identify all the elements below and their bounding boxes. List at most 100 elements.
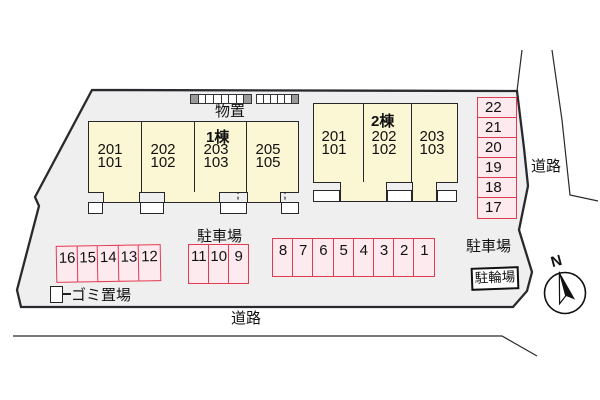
unit-label: 201 101: [92, 141, 128, 171]
unit-lower: 105: [255, 153, 281, 171]
parking-label-mid: 駐車場: [197, 228, 243, 245]
parking-space-number: 10: [210, 248, 228, 265]
parking-space-number: 1: [420, 242, 429, 259]
parking-space-number: 6: [319, 242, 328, 259]
parking-space-number: 15: [79, 249, 97, 267]
parking-space-number: 16: [58, 249, 76, 267]
unit-upper: 202: [150, 141, 176, 158]
parking-space-number: 11: [191, 248, 207, 265]
parking-space: 5: [332, 238, 355, 277]
porch-entry: [387, 190, 412, 202]
unit-upper: 201: [97, 141, 123, 158]
porch-step: [340, 181, 387, 202]
unit-upper: 202: [371, 128, 397, 145]
unit-divider: [245, 122, 248, 192]
porch-step: [412, 181, 437, 202]
building-1: [88, 121, 299, 193]
porch-entry: [88, 202, 103, 214]
porch-step: [247, 191, 281, 203]
unit-divider: [193, 122, 196, 192]
parking-space-number: 5: [339, 242, 348, 259]
parking-space-number: 13: [120, 248, 138, 266]
parking-space-number: 18: [485, 179, 502, 197]
garbage-box: [50, 286, 63, 303]
parking-space-number: 14: [99, 248, 117, 267]
parking-space: 1: [413, 238, 436, 277]
parking-space: 7: [292, 238, 315, 277]
unit-upper: 205: [255, 141, 281, 158]
parking-space: 19: [477, 157, 517, 180]
parking-label-right: 駐車場: [466, 238, 512, 255]
porch-step: [103, 191, 140, 203]
porch-entry: [220, 202, 247, 214]
porch-entry: [140, 202, 164, 214]
unit-divider: [362, 104, 365, 182]
parking-space: 16: [55, 245, 79, 283]
storage-cell: [243, 94, 252, 104]
unit-divider: [410, 104, 413, 182]
parking-space: 2: [393, 238, 416, 277]
parking-space: 18: [477, 177, 517, 200]
parking-space: 22: [477, 97, 517, 119]
parking-space: 11: [188, 244, 210, 284]
garbage-box-tick: [63, 293, 71, 295]
road-line-south: [13, 335, 538, 357]
parking-space: 17: [477, 197, 517, 220]
parking-space-number: 4: [359, 242, 368, 259]
parking-space: 14: [96, 244, 120, 283]
parking-space-number: 19: [485, 159, 502, 177]
parking-space: 4: [352, 238, 375, 277]
unit-label: 205 105: [250, 141, 286, 171]
parking-space: 21: [477, 117, 517, 139]
unit-upper: 201: [321, 128, 347, 145]
parking-space-number: 9: [234, 248, 243, 265]
porch-entry: [313, 190, 340, 202]
unit-lower: 101: [97, 153, 123, 171]
porch-entry: [281, 202, 299, 214]
unit-upper: 203: [419, 128, 445, 145]
parking-space-number: 8: [278, 242, 288, 259]
unit-label: 202 102: [145, 141, 181, 171]
porch-entry: [437, 190, 457, 202]
north-arrow-icon: [543, 271, 587, 315]
parking-row-16-12: 16 15 14 13 12: [55, 244, 162, 283]
unit-label: 202 102: [366, 128, 402, 158]
building-2: [313, 103, 458, 183]
parking-space-number: 17: [485, 199, 502, 217]
bicycle-parking-box: 駐輪場: [470, 266, 520, 291]
building-2-name: 2棟: [371, 113, 395, 130]
unit-upper: 203: [203, 141, 229, 158]
unit-lower: 103: [203, 153, 229, 171]
parking-space-number: 3: [379, 242, 389, 259]
unit-lower: 102: [150, 153, 176, 171]
parking-column-right: 22 21 20 19 18 17: [477, 97, 517, 220]
parking-space: 9: [227, 244, 250, 284]
parking-space-number: 20: [485, 139, 502, 157]
unit-label: 201 101: [316, 128, 352, 158]
parking-space-number: 7: [299, 242, 308, 259]
parking-space: 15: [76, 245, 100, 283]
parking-space-number: 2: [400, 242, 409, 259]
unit-divider: [140, 122, 143, 192]
unit-lower: 101: [321, 140, 347, 158]
unit-lower: 103: [419, 140, 445, 158]
parking-space: 8: [272, 238, 294, 277]
storage-strip-right: [256, 94, 299, 104]
parking-space: 10: [207, 244, 230, 284]
unit-label: 203 103: [198, 141, 234, 171]
garbage-label: ゴミ置場: [71, 287, 132, 304]
unit-lower: 102: [371, 140, 397, 158]
road-label-east: 道路: [531, 158, 562, 175]
storage-label: 物置: [215, 103, 246, 120]
parking-space: 12: [138, 244, 162, 282]
parking-space: 3: [373, 238, 396, 277]
parking-space: 6: [312, 238, 335, 277]
unit-label: 203 103: [414, 128, 450, 158]
building-1-name: 1棟: [206, 129, 230, 146]
parking-row-8-1: 8 7 6 5 4 3 2 1: [272, 238, 436, 277]
parking-space-number: 22: [485, 99, 502, 116]
parking-row-11-9: 11 10 9: [188, 244, 250, 284]
road-line-east-near: [516, 49, 523, 92]
storage-cell: [291, 94, 299, 104]
